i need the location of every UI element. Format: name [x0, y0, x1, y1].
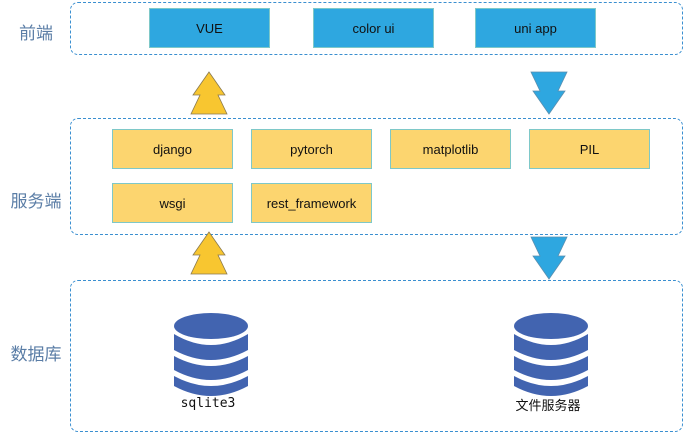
- server-item-matplotlib: matplotlib: [390, 129, 511, 169]
- server-item-rest-framework: rest_framework: [251, 183, 372, 223]
- down-arrow-icon: [530, 236, 568, 280]
- sqlite3-label: sqlite3: [180, 396, 236, 411]
- up-arrow-icon: [190, 71, 228, 115]
- database-layer: [70, 280, 683, 432]
- server-item-wsgi: wsgi: [112, 183, 233, 223]
- frontend-layer-label: 前端: [19, 24, 53, 44]
- frontend-item-color-ui: color ui: [313, 8, 434, 48]
- database-icon: [174, 313, 248, 396]
- down-arrow-icon: [530, 71, 568, 115]
- server-layer-label: 服务端: [10, 192, 62, 212]
- database-layer-label: 数据库: [10, 345, 62, 365]
- up-arrow-icon: [190, 231, 228, 275]
- server-layer: [70, 118, 683, 235]
- server-item-django: django: [112, 129, 233, 169]
- file-server-label: 文件服务器: [515, 399, 581, 414]
- database-icon: [514, 313, 588, 396]
- frontend-item-uni-app: uni app: [475, 8, 596, 48]
- server-item-pil: PIL: [529, 129, 650, 169]
- server-item-pytorch: pytorch: [251, 129, 372, 169]
- frontend-layer: [70, 2, 683, 55]
- frontend-item-vue: VUE: [149, 8, 270, 48]
